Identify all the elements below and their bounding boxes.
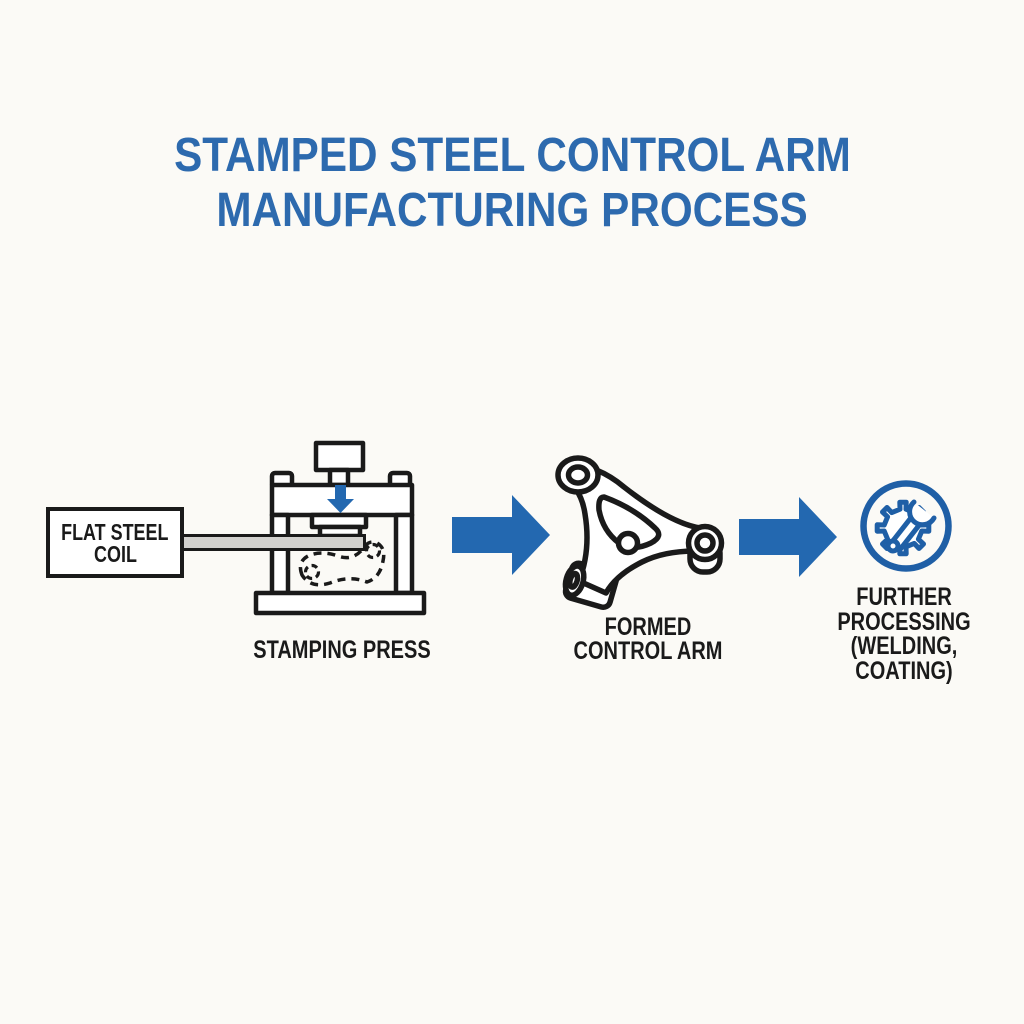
processing-label-line1: FURTHER [856, 583, 952, 611]
press-motor [313, 440, 366, 473]
right-arrow-icon [739, 497, 837, 577]
wrench-head [907, 499, 937, 528]
processing-label-line4: COATING) [855, 657, 953, 686]
processing-label-line2: PROCESSING [837, 607, 971, 636]
page-title-line1: STAMPED STEEL CONTROL ARM [173, 129, 851, 182]
flat-steel-coil-box: FLAT STEEL COIL [46, 507, 184, 578]
right-arrow-icon [452, 495, 550, 575]
coil-label-line1: FLAT STEEL [61, 518, 169, 545]
processing-label: FURTHER PROCESSING (WELDING, COATING) [784, 585, 1024, 684]
icon-ring [860, 480, 952, 572]
down-arrow-icon [327, 485, 354, 513]
processing-label-line3: (WELDING, [850, 632, 958, 661]
arm-label-line1: FORMED [604, 613, 692, 641]
page-title-line2: MANUFACTURING PROCESS [216, 184, 808, 237]
blank-hole-left [303, 563, 321, 581]
stamped-blank-outline [298, 540, 386, 587]
stamping-press-illustration [253, 440, 427, 616]
arm-center-hole [615, 530, 641, 556]
press-base [253, 590, 427, 616]
blank-hole-right [364, 542, 382, 560]
coil-label-line2: COIL [93, 540, 137, 567]
arm-bushing-right-hole [694, 532, 716, 554]
arm-bushing-topleft-hole [565, 464, 591, 486]
arm-body [557, 461, 715, 596]
arm-cylinder-face-hole [567, 570, 581, 590]
arm-label-line2: CONTROL ARM [573, 636, 723, 665]
wrench-eye [885, 538, 901, 554]
press-label: STAMPING PRESS [253, 636, 431, 664]
control-arm-illustration [555, 455, 725, 611]
press-column-left [269, 512, 291, 596]
arm-label: FORMED CONTROL ARM [528, 613, 768, 665]
gear-wrench-icon [860, 480, 952, 572]
page-title: STAMPED STEEL CONTROL ARM MANUFACTURING … [0, 128, 1024, 238]
press-column-right [393, 512, 415, 596]
steel-strip [182, 534, 366, 551]
